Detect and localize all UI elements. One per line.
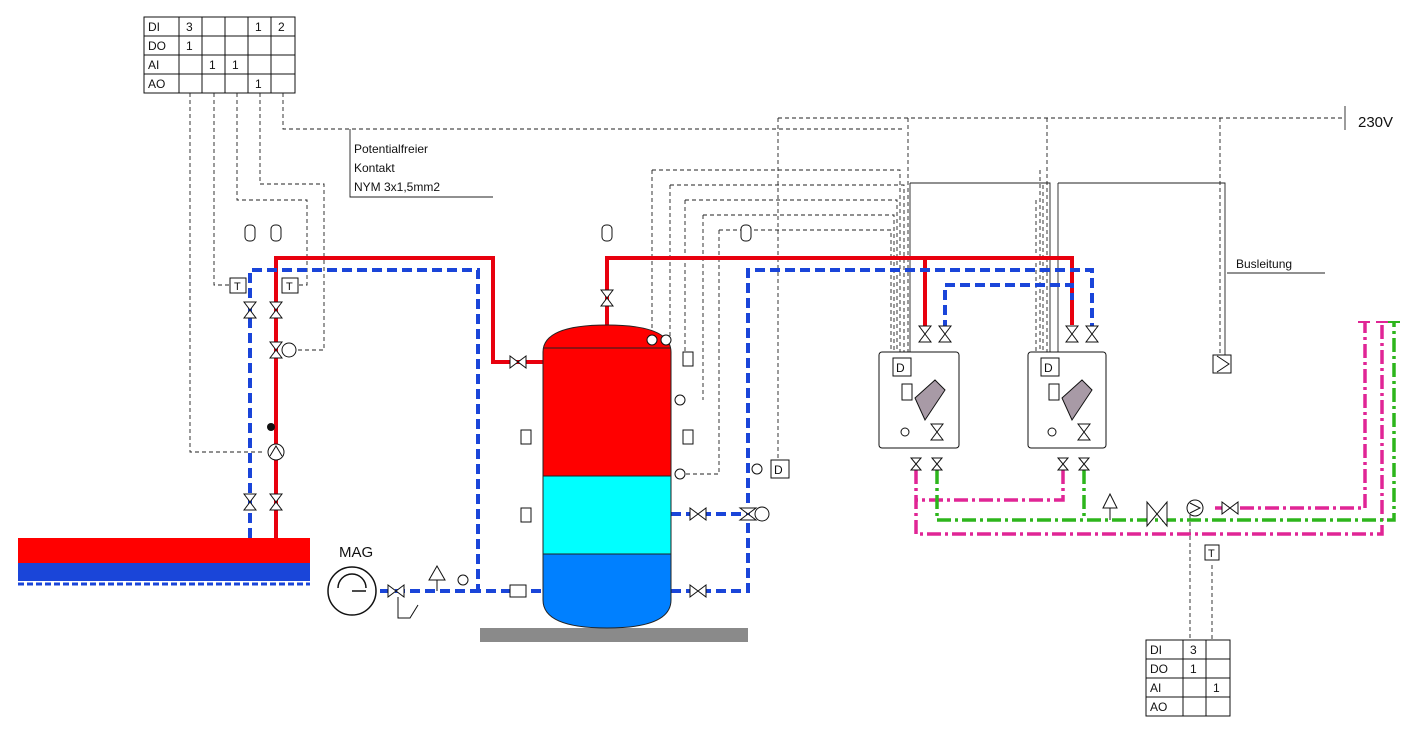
io-top-label-do: DO — [148, 39, 166, 53]
shutoff-valves — [243, 289, 1239, 598]
io-top-cell: 1 — [255, 77, 262, 91]
sensor-t-label: T — [286, 281, 293, 293]
io-table-top: DI 3 1 2 DO 1 AI 1 1 AO 1 — [143, 16, 296, 94]
bus-label: Busleitung — [1236, 257, 1292, 271]
io-top-row-ao: AO 1 — [148, 77, 262, 91]
io-bottom-label-di: DI — [1150, 643, 1162, 657]
io-bottom-label-ai: AI — [1150, 681, 1161, 695]
io-top-row-do: DO 1 — [148, 39, 193, 53]
io-top-label-ai: AI — [148, 58, 159, 72]
device-d-label: D — [896, 361, 905, 375]
sensor-t-label: T — [1208, 548, 1215, 560]
bus-wiring — [349, 129, 1325, 365]
device-d-label: D — [1044, 361, 1053, 375]
signal-lines — [189, 93, 1346, 640]
io-bottom-row-ao: AO — [1150, 700, 1167, 714]
io-top-cell: 1 — [209, 58, 216, 72]
contact-label-3: NYM 3x1,5mm2 — [354, 180, 440, 194]
io-bottom-row-do: DO 1 — [1150, 662, 1197, 676]
floor-heating-collector — [18, 538, 310, 586]
contact-label-2: Kontakt — [354, 161, 395, 175]
io-top-label-di: DI — [148, 20, 160, 34]
io-top-label-ao: AO — [148, 77, 165, 91]
io-top-cell: 1 — [186, 39, 193, 53]
air-vents — [244, 224, 752, 242]
fresh-water-station-1: D — [878, 351, 960, 449]
voltage-label: 230V — [1358, 114, 1393, 131]
safety-valves — [397, 492, 1118, 619]
tank-sensor-pockets — [520, 334, 694, 523]
io-bottom-row-ai: AI 1 — [1150, 681, 1220, 695]
io-top-cell: 2 — [278, 20, 285, 34]
device-d-label: D — [774, 463, 783, 477]
io-top-row-ai: AI 1 1 — [148, 58, 239, 72]
io-bottom-row-di: DI 3 — [1150, 643, 1197, 657]
io-bottom-label-do: DO — [1150, 662, 1168, 676]
sensor-t-label: T — [234, 281, 241, 293]
io-bottom-cell: 3 — [1190, 643, 1197, 657]
io-bottom-cell: 1 — [1213, 681, 1220, 695]
contact-label-1: Potentialfreier — [354, 142, 428, 156]
io-top-cell: 1 — [232, 58, 239, 72]
io-top-cell: 1 — [255, 20, 262, 34]
mag-label: MAG — [339, 544, 373, 561]
io-bottom-label-ao: AO — [1150, 700, 1167, 714]
fresh-water-station-2: D — [1027, 351, 1107, 449]
sensor-boxes: T T T D — [229, 277, 1220, 561]
io-top-row-di: DI 3 1 2 — [148, 20, 285, 34]
io-table-bottom: DI 3 DO 1 AI 1 AO — [1145, 639, 1231, 717]
bus-device — [1212, 354, 1232, 374]
expansion-vessel-mag: MAG — [327, 544, 377, 616]
io-bottom-cell: 1 — [1190, 662, 1197, 676]
dhw-pipes — [914, 321, 1400, 536]
buffer-tank — [480, 324, 748, 642]
io-top-cell: 3 — [186, 20, 193, 34]
